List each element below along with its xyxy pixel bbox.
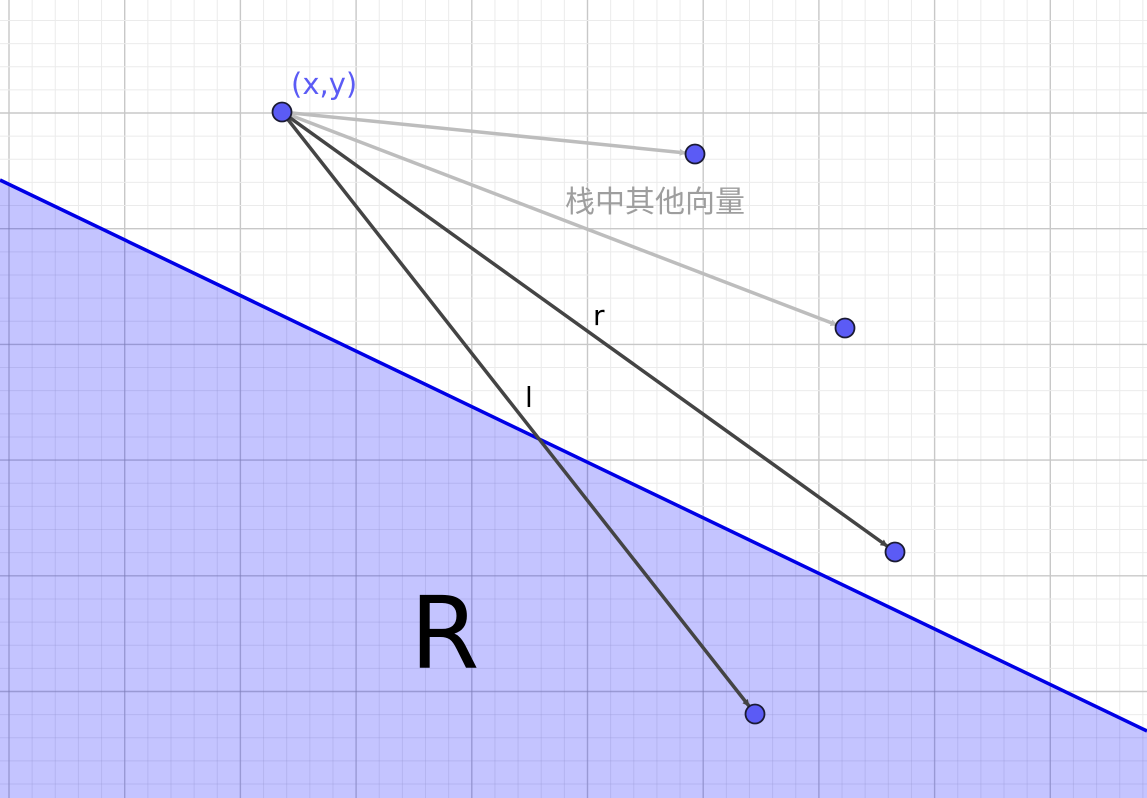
stack-point-1[interactable] — [684, 143, 706, 165]
region-label: R — [410, 575, 479, 692]
vector-r — [280, 110, 889, 548]
stack-vector-1 — [281, 110, 687, 156]
vector-l-label: l — [525, 381, 533, 414]
boundary-line — [0, 178, 1147, 733]
vector-l — [280, 110, 751, 708]
origin-point[interactable] — [271, 101, 293, 123]
r-endpoint[interactable] — [884, 541, 906, 563]
region-r — [0, 180, 1147, 798]
stack-point-2[interactable] — [834, 317, 856, 339]
stack-vector-2 — [281, 110, 838, 327]
origin-label: (x,y) — [291, 67, 357, 101]
l-endpoint[interactable] — [744, 703, 766, 725]
stack-note-label: 栈中其他向量 — [565, 185, 745, 220]
vector-r-label: r — [593, 299, 605, 332]
